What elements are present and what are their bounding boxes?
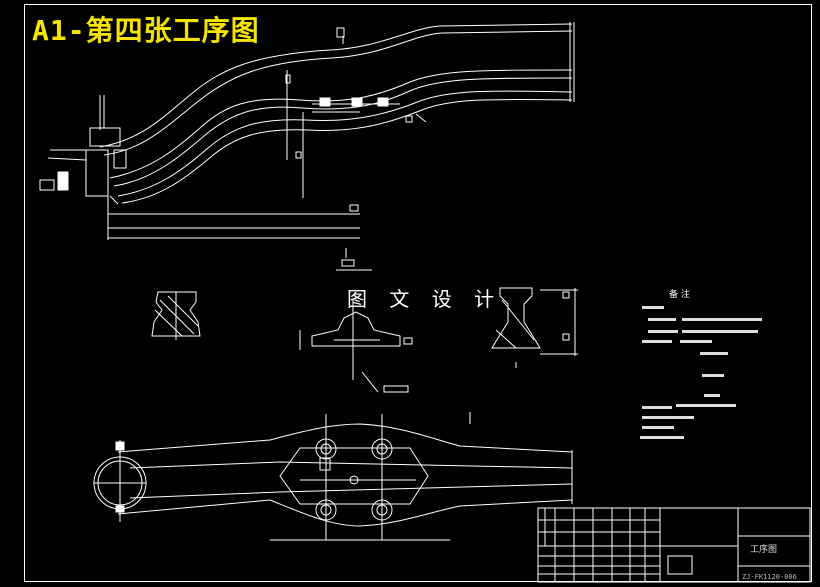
sheet-border — [24, 4, 812, 582]
title-block-name: 工序图 — [750, 545, 778, 555]
title-block — [537, 507, 811, 583]
title-block-code: ZJ-FK1120-006 — [742, 573, 797, 581]
technical-notes — [640, 306, 762, 439]
section-c — [491, 287, 578, 368]
top-view-rail — [39, 22, 575, 240]
bottom-view-beam — [93, 412, 573, 541]
drawing-title: A1-第四张工序图 — [32, 14, 260, 47]
watermark-text: 图 文 设 计 — [347, 287, 503, 311]
section-a — [151, 291, 201, 340]
section-b — [299, 248, 413, 393]
notes-heading: 备 注 — [669, 290, 690, 300]
